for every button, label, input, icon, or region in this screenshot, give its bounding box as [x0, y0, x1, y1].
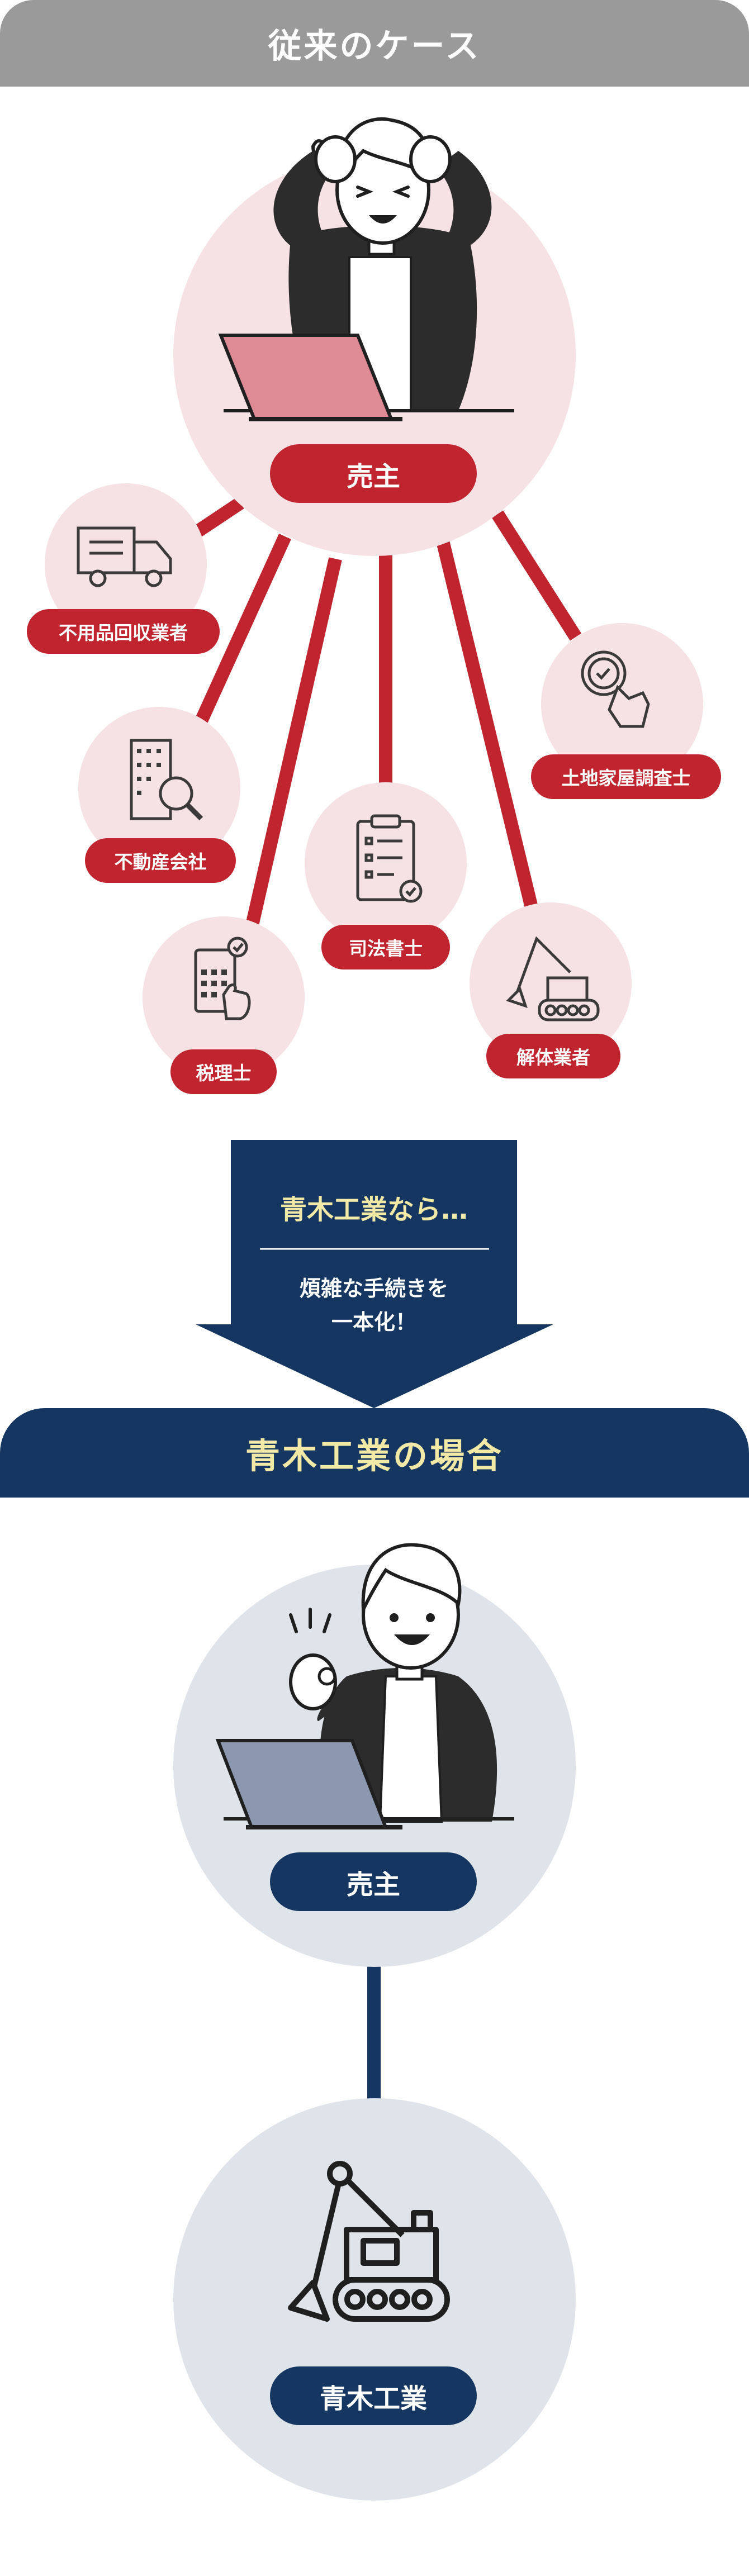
section-header-aoki-label: 青木工業の場合 — [245, 1436, 504, 1476]
connector-lines — [186, 497, 582, 929]
connector-line-after — [367, 1956, 381, 2112]
calculator-hand-icon — [194, 937, 251, 1020]
arrow-line-2: 一本化！ — [331, 1310, 416, 1334]
building-search-icon — [130, 739, 203, 821]
service-badge-scrivener: 司法書士 — [321, 925, 450, 969]
excavator-icon — [506, 936, 600, 1021]
service-badge-waste: 不用品回収業者 — [27, 609, 220, 654]
service-circle-scrivener — [305, 782, 467, 944]
magnifier-hand-icon — [581, 650, 650, 728]
arrow-line-1: 煩雑な手続きを — [299, 1276, 448, 1301]
clipboard-check-icon — [356, 814, 423, 903]
arrow-title: 青木工業なら… — [279, 1194, 468, 1225]
section-header-aoki: 青木工業の場合 — [0, 1408, 749, 1498]
line-demolition — [435, 535, 538, 907]
service-badge-realestate: 不動産会社 — [85, 838, 236, 883]
service-label-tax: 税理士 — [196, 1062, 252, 1084]
service-label-waste: 不用品回収業者 — [59, 622, 188, 644]
service-badge-demolition: 解体業者 — [486, 1034, 620, 1078]
service-label-realestate: 不動産会社 — [114, 851, 207, 873]
service-badge-tax: 税理士 — [170, 1049, 277, 1094]
truck-icon — [77, 526, 172, 587]
line-tax — [245, 557, 342, 929]
company-badge-label: 青木工業 — [319, 2383, 427, 2415]
service-label-scrivener: 司法書士 — [349, 938, 423, 959]
stressed-seller-illustration — [218, 117, 514, 421]
service-label-surveyor: 土地家屋調査士 — [561, 767, 691, 789]
sparkle-icon — [289, 1608, 331, 1633]
section-header-traditional-label: 従来のケース — [268, 27, 481, 66]
seller-badge-before-label: 売主 — [346, 460, 400, 492]
happy-seller-illustration — [215, 1543, 514, 1829]
service-badge-surveyor: 土地家屋調査士 — [531, 754, 721, 799]
down-arrow-shape — [196, 1140, 553, 1408]
seller-badge-after-label: 売主 — [346, 1869, 400, 1900]
section-header-traditional: 従来のケース — [0, 0, 749, 87]
company-badge: 青木工業 — [270, 2366, 477, 2425]
line-surveyor — [491, 510, 582, 641]
seller-badge-after: 売主 — [270, 1852, 477, 1911]
service-label-demolition: 解体業者 — [516, 1047, 590, 1068]
seller-badge-before: 売主 — [270, 444, 477, 503]
line-realestate — [195, 534, 291, 724]
